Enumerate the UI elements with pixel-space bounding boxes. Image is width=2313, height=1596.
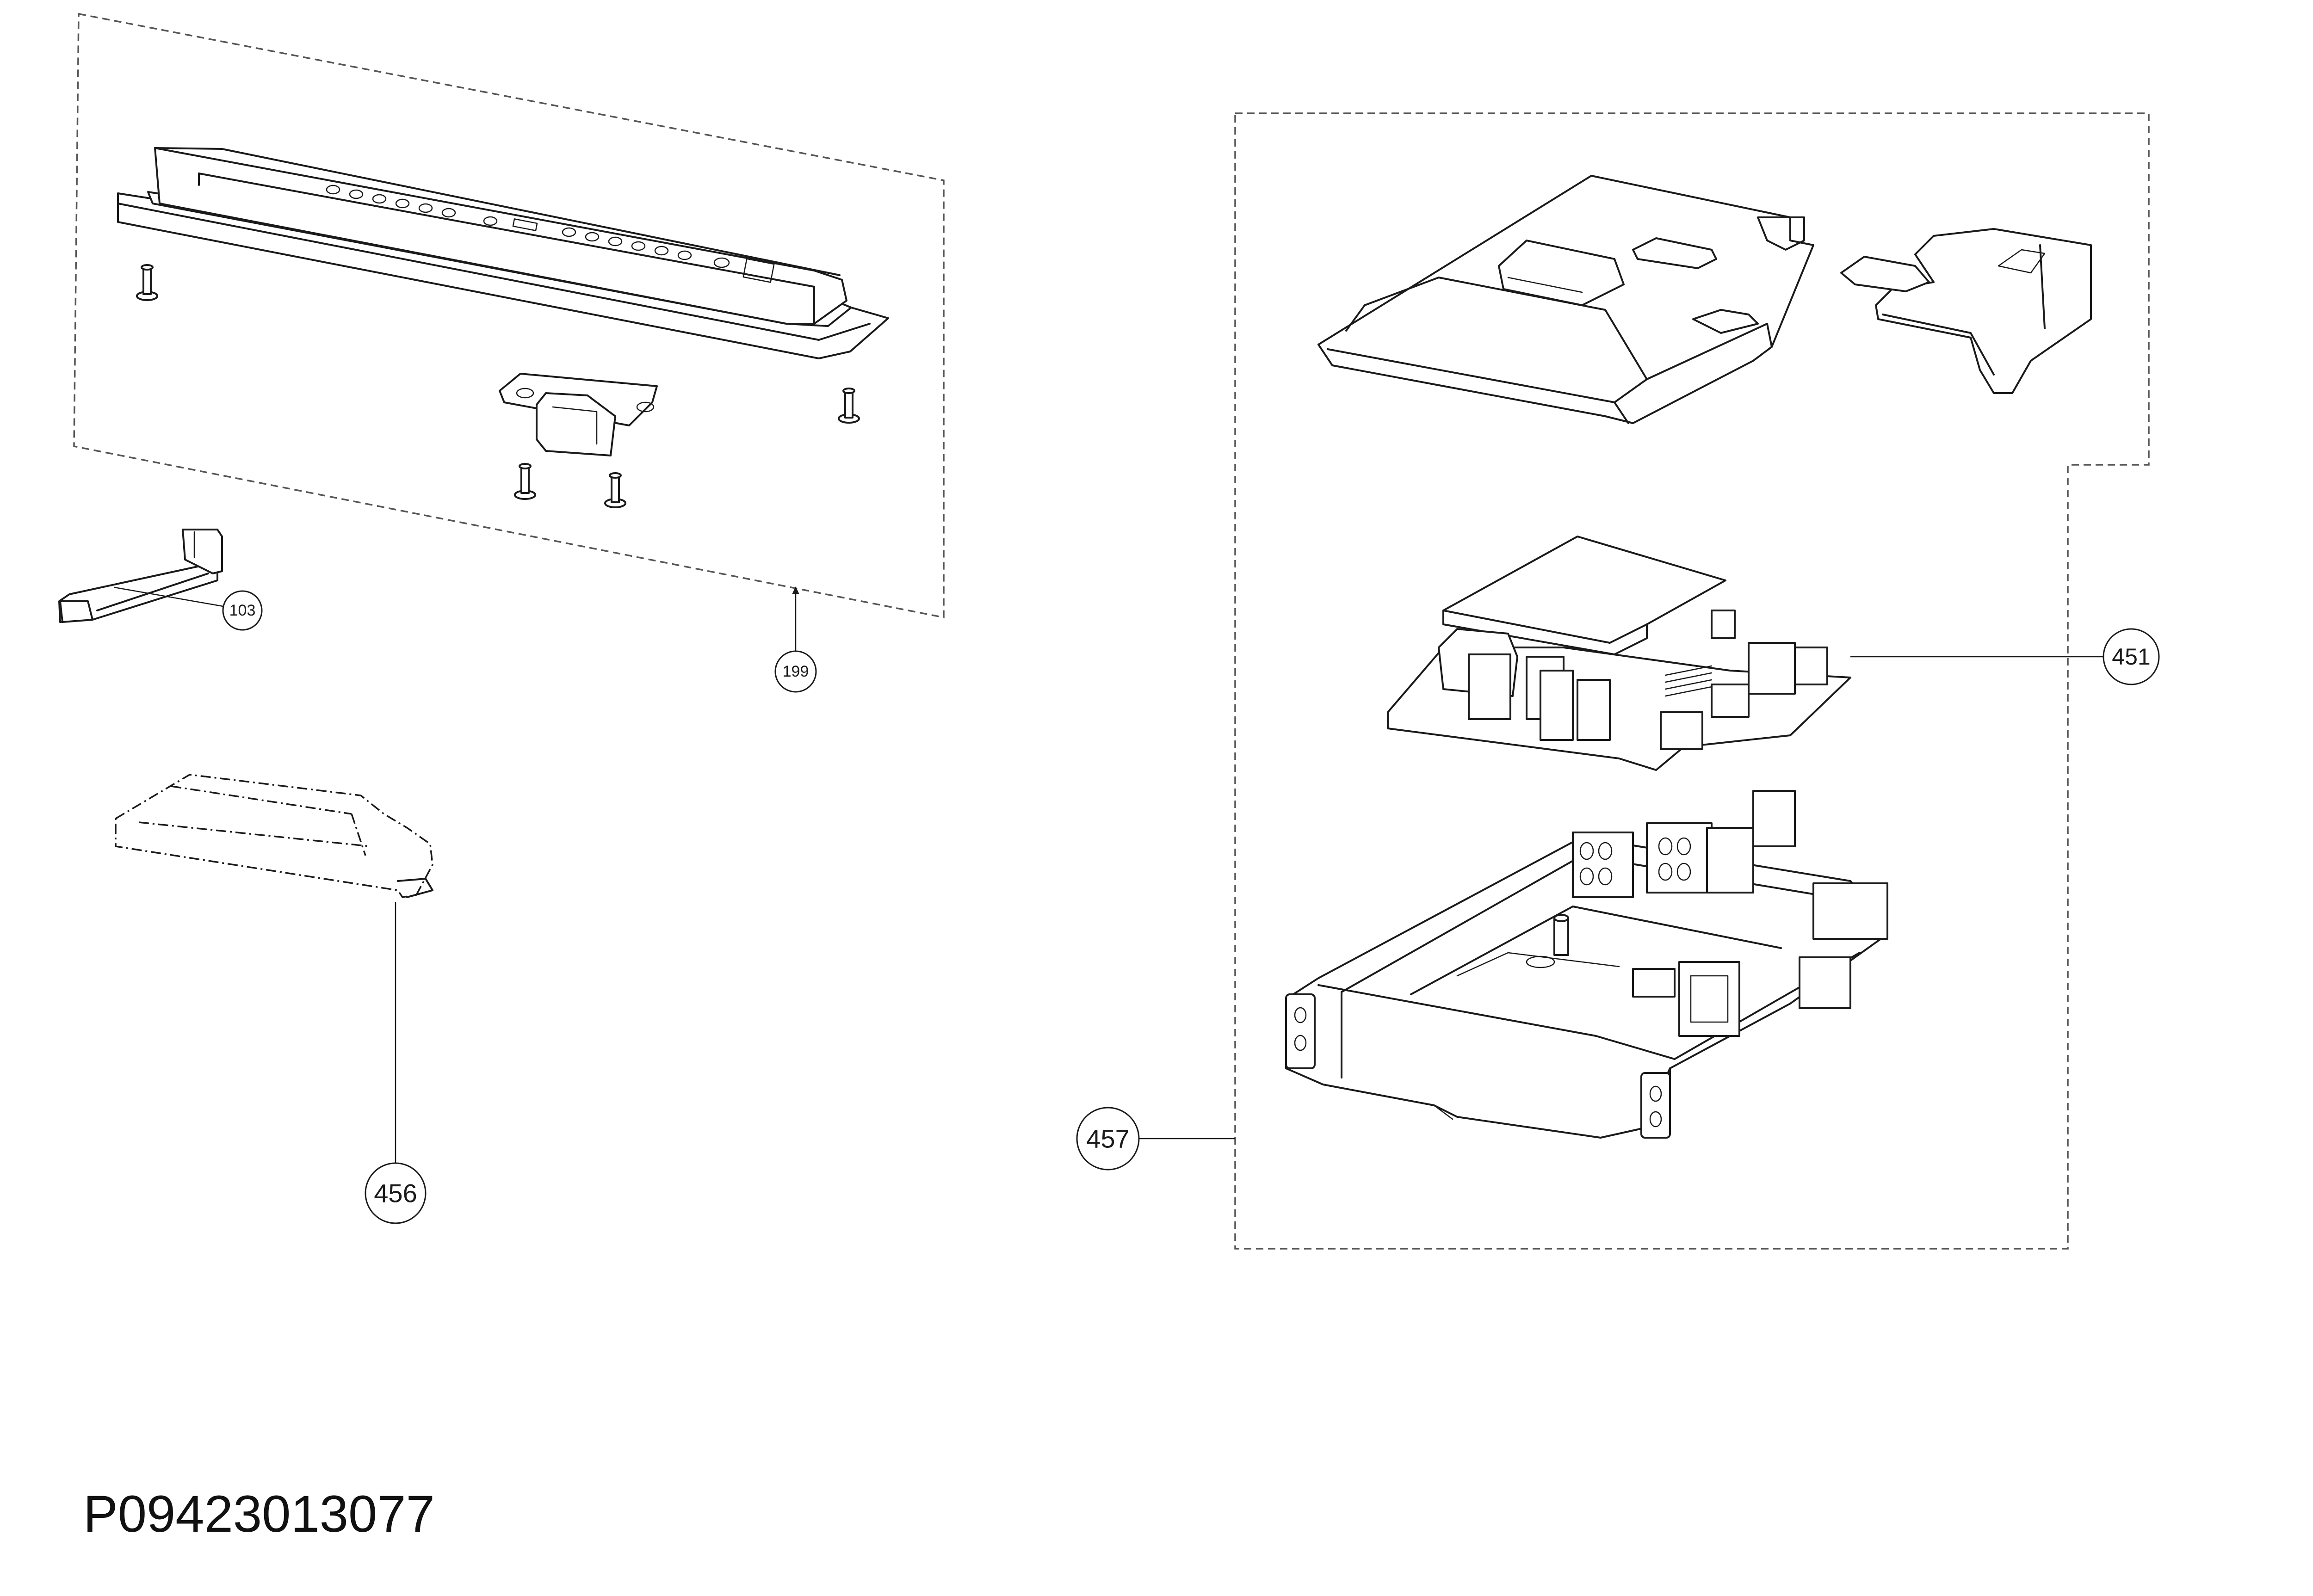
screw-icon xyxy=(136,264,158,301)
callout-199: 199 xyxy=(774,586,817,693)
power-board xyxy=(1387,536,1851,771)
svg-text:456: 456 xyxy=(374,1179,417,1208)
assembly-199-outline xyxy=(73,12,945,619)
screw-icon xyxy=(514,463,536,500)
bracket xyxy=(499,373,658,456)
small-cover xyxy=(1840,228,2092,394)
svg-text:457: 457 xyxy=(1086,1124,1129,1153)
control-panel xyxy=(117,147,889,359)
housing xyxy=(1285,790,1888,1139)
cable-clip xyxy=(58,529,223,623)
screw-icon xyxy=(838,388,860,424)
svg-text:103: 103 xyxy=(229,602,256,619)
callout-456: 456 xyxy=(365,902,427,1224)
svg-text:451: 451 xyxy=(2112,644,2150,670)
cover-outline xyxy=(115,774,433,898)
screw-icon xyxy=(604,472,626,508)
top-cover xyxy=(1317,175,1814,424)
callout-457: 457 xyxy=(1076,1107,1235,1171)
svg-text:199: 199 xyxy=(783,663,809,680)
document-code: P09423013077 xyxy=(83,1485,435,1543)
callout-103: 103 xyxy=(114,586,263,631)
assembly-457-outline xyxy=(1234,112,2150,1250)
callout-451: 451 xyxy=(1850,628,2160,685)
